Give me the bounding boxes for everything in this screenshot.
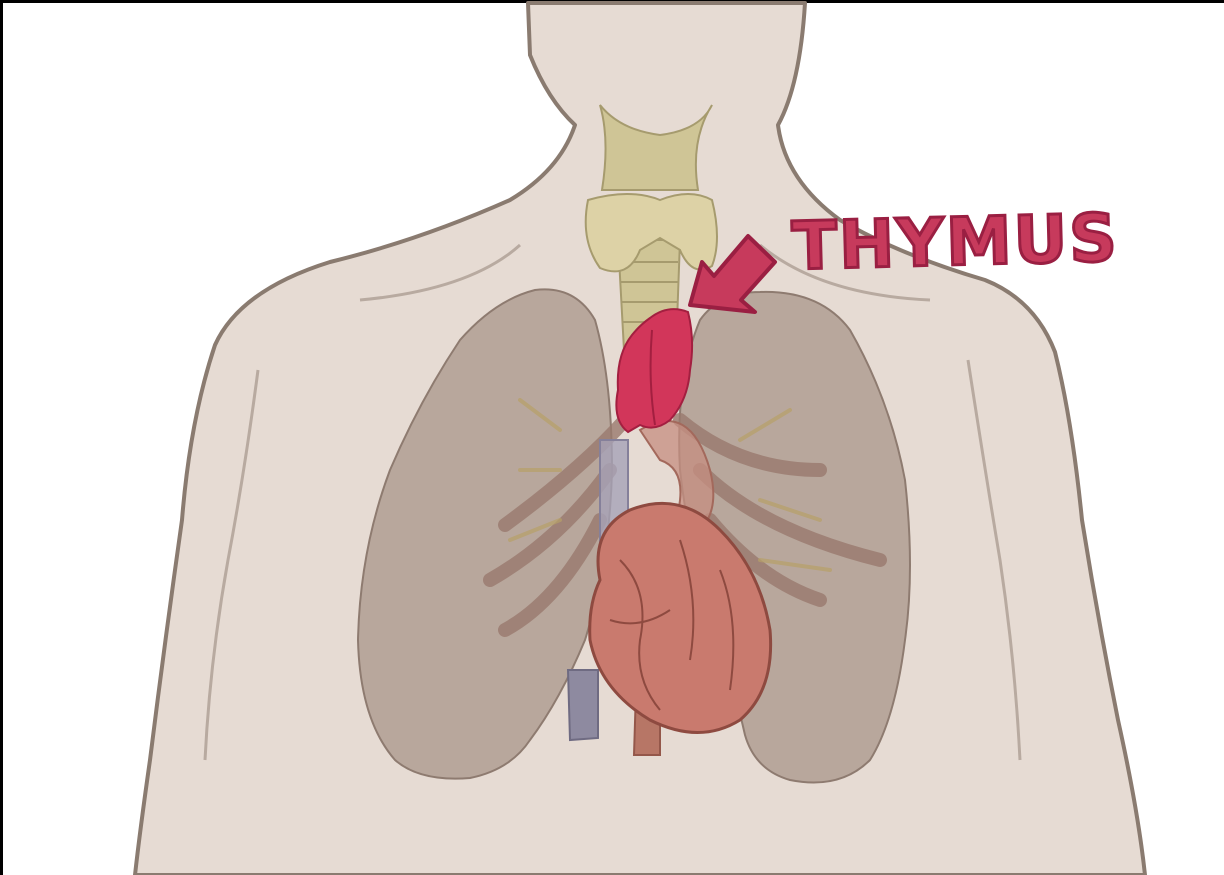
inferior-vena-cava [568, 670, 598, 740]
thymus-label: THYMUS [791, 205, 1119, 280]
